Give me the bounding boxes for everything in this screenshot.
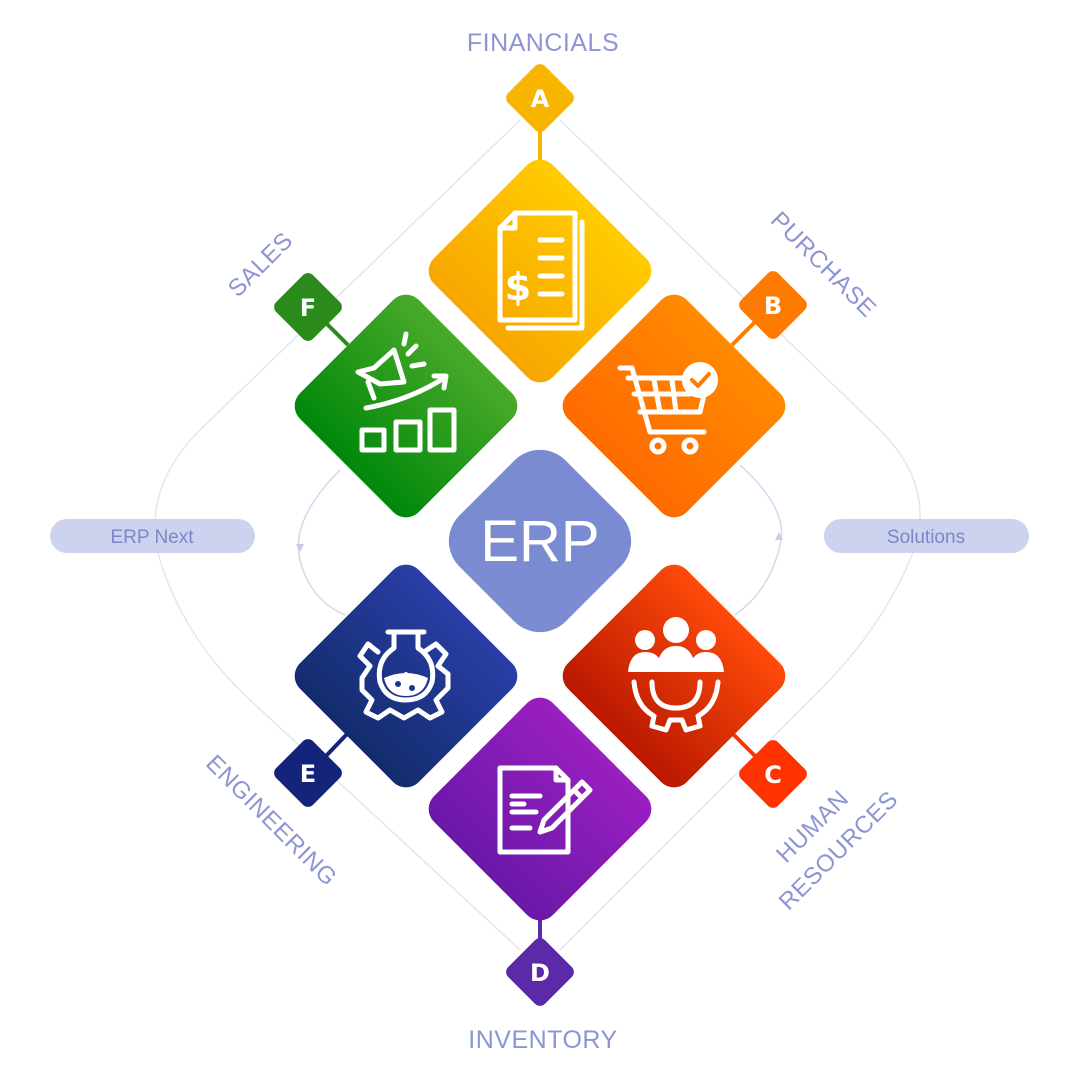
label-inventory: INVENTORY	[468, 1026, 617, 1054]
guide-lines	[154, 119, 921, 951]
document-pencil-icon	[497, 765, 593, 855]
flask-gear-icon	[357, 629, 451, 721]
badge-e-letter: E	[300, 760, 316, 788]
svg-text:$: $	[505, 265, 531, 309]
badge-d-letter: D	[530, 959, 550, 987]
pill-solutions: Solutions	[824, 519, 1029, 553]
badge-d[interactable]: D	[503, 935, 577, 1009]
pill-erp-next-label: ERP Next	[110, 527, 194, 548]
center-label: ERP	[480, 509, 599, 574]
diamond-human-resources[interactable]	[555, 557, 793, 795]
pill-solutions-label: Solutions	[887, 527, 965, 548]
badge-a[interactable]: A	[503, 61, 577, 135]
label-financials: FINANCIALS	[467, 29, 619, 57]
badge-c-letter: C	[764, 761, 782, 789]
team-gear-icon	[628, 617, 724, 733]
shopping-cart-check-icon	[617, 362, 718, 455]
megaphone-growth-chart-icon	[355, 331, 457, 453]
badge-c[interactable]: C	[736, 737, 810, 811]
diamond-financials[interactable]	[421, 152, 659, 390]
invoice-dollar-icon: $	[497, 210, 585, 331]
center-erp: ERP	[448, 449, 632, 633]
badge-a-letter: A	[531, 85, 550, 113]
badge-f[interactable]: F	[271, 270, 345, 344]
badge-e[interactable]: E	[271, 736, 345, 810]
pill-erp-next: ERP Next	[50, 519, 255, 553]
badge-b-letter: B	[764, 292, 782, 320]
diamond-inventory[interactable]	[421, 690, 659, 928]
badge-f-letter: F	[300, 294, 316, 322]
diamond-sales[interactable]	[287, 287, 525, 525]
badge-b[interactable]: B	[736, 268, 810, 342]
